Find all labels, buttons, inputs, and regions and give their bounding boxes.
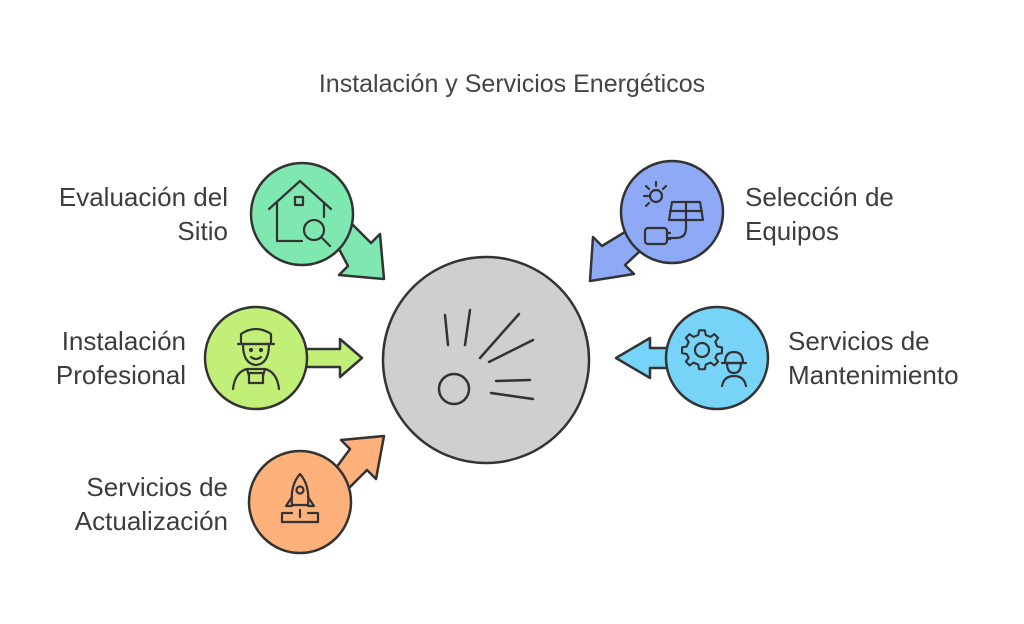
label-line: Mantenimiento <box>788 360 959 390</box>
node-mantenimiento <box>664 305 770 411</box>
label-evaluacion: Evaluación del Sitio <box>59 180 228 248</box>
diagram-title: Instalación y Servicios Energéticos <box>318 70 706 98</box>
label-line: Servicios de <box>788 326 930 356</box>
label-line: Profesional <box>55 360 186 390</box>
worker-icon <box>231 327 281 391</box>
label-actualizacion: Servicios de Actualización <box>75 470 228 538</box>
label-instalacion: Instalación Profesional <box>56 324 186 392</box>
node-instalacion <box>203 305 309 411</box>
label-line: Instalación <box>61 326 186 356</box>
sun-burst-icon <box>437 308 535 406</box>
center-node <box>381 255 591 465</box>
node-evaluacion <box>249 161 355 267</box>
label-line: Evaluación del <box>58 182 228 212</box>
label-mantenimiento: Servicios de Mantenimiento <box>788 324 959 392</box>
gear-worker-icon <box>681 329 748 388</box>
label-line: Selección de <box>745 182 894 212</box>
label-line: Equipos <box>745 216 839 246</box>
house-search-icon <box>267 179 333 248</box>
label-line: Sitio <box>177 216 228 246</box>
label-line: Actualización <box>74 506 228 536</box>
rocket-icon <box>280 472 320 524</box>
label-equipos: Selección de Equipos <box>745 180 894 248</box>
node-actualizacion <box>247 449 353 555</box>
label-line: Servicios de <box>86 472 228 502</box>
solar-panel-icon <box>642 180 705 246</box>
node-equipos <box>619 159 725 265</box>
